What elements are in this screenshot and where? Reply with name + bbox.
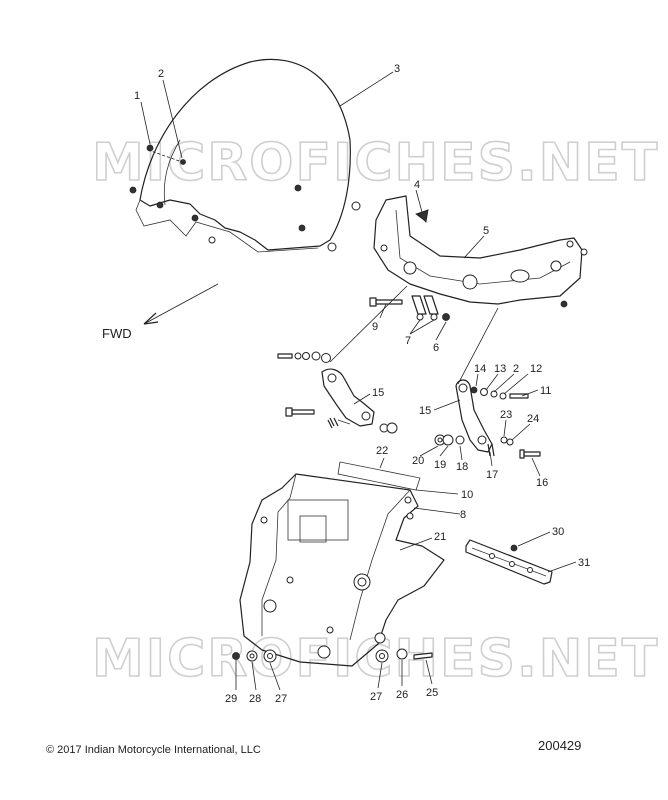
callout-18: 18	[456, 461, 468, 473]
callout-21: 21	[434, 531, 446, 543]
callout-14: 14	[474, 363, 486, 375]
callout-4: 4	[414, 179, 420, 191]
callout-2: 2	[158, 68, 164, 80]
windshield	[129, 58, 361, 253]
callout-13: 13	[494, 363, 506, 375]
callout-23: 23	[500, 409, 512, 421]
callout-9: 9	[372, 321, 378, 333]
callout-15-right: 15	[419, 405, 431, 417]
callout-26: 26	[396, 689, 408, 701]
callout-27-right: 27	[370, 691, 382, 703]
callout-31: 31	[578, 557, 590, 569]
leader-lines	[140, 71, 577, 691]
callout-11: 11	[540, 385, 551, 397]
callout-1: 1	[134, 90, 140, 102]
copyright-notice: © 2017 Indian Motorcycle International, …	[46, 744, 261, 756]
callout-2-right: 2	[513, 363, 519, 375]
left-pivot-arm	[277, 351, 398, 434]
callout-29: 29	[225, 693, 237, 705]
callout-25: 25	[426, 687, 438, 699]
callout-27-left: 27	[275, 693, 287, 705]
callout-19: 19	[434, 459, 446, 471]
callout-16: 16	[536, 477, 548, 489]
right-pivot-arm	[434, 379, 541, 459]
forward-arrow	[143, 283, 219, 325]
side-bracket	[465, 539, 553, 585]
callout-24: 24	[527, 413, 539, 425]
forward-label: FWD	[102, 326, 132, 341]
callout-10: 10	[461, 489, 473, 501]
lower-hardware	[232, 648, 433, 663]
callout-28: 28	[249, 693, 261, 705]
callout-3: 3	[394, 63, 400, 75]
callout-17: 17	[486, 469, 498, 481]
callout-20: 20	[412, 455, 424, 467]
callout-22: 22	[376, 445, 388, 457]
callout-numbers: 1 2 3 4 5 6 7 8 9 10 11 12 13 14 15 15 1…	[134, 63, 590, 705]
fairing-support-bracket	[239, 461, 445, 667]
callout-7: 7	[405, 335, 411, 347]
diagram-reference-number: 200429	[538, 738, 582, 753]
callout-12: 12	[530, 363, 542, 375]
bracket-fasteners	[369, 295, 450, 321]
copyright-text: 2017 Indian Motorcycle International, LL…	[57, 744, 261, 756]
clip-part	[417, 209, 429, 223]
callout-6: 6	[433, 342, 439, 354]
callout-30: 30	[552, 526, 564, 538]
upper-bracket	[373, 195, 588, 308]
callout-8: 8	[460, 509, 466, 521]
callout-5: 5	[483, 225, 489, 237]
copyright-symbol: ©	[46, 744, 55, 756]
callout-15-left: 15	[372, 387, 384, 399]
watermark-top: MICROFICHES.NET	[92, 133, 659, 193]
